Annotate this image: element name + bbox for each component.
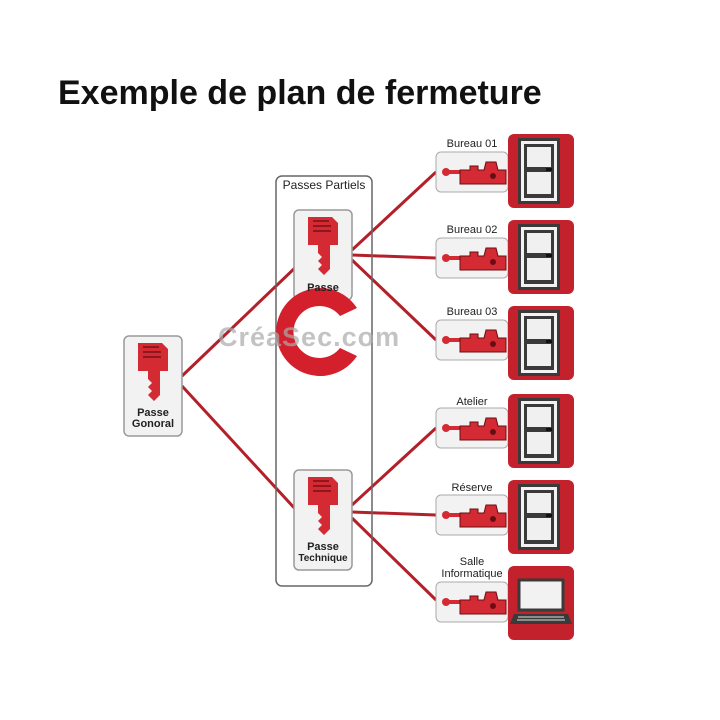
- door-row: [435, 480, 574, 554]
- door-row: [435, 394, 574, 468]
- master-key: [123, 335, 183, 437]
- door-row: [435, 220, 574, 294]
- door-row: [435, 306, 574, 380]
- door-label: Réserve: [451, 482, 493, 494]
- door-icon: [508, 220, 574, 294]
- partial-keys-label: Passes Partiels: [282, 178, 366, 192]
- door-icon: [508, 480, 574, 554]
- door-label: Atelier: [456, 396, 488, 408]
- door-label: Bureau 01: [446, 138, 498, 150]
- laptop-icon: [508, 566, 574, 640]
- partial-keys-frame: [275, 175, 373, 587]
- door-row: [435, 134, 574, 208]
- door-icon: [508, 134, 574, 208]
- watermark-text: CréaSec.com: [218, 322, 401, 352]
- watermark-logo-icon: [276, 288, 357, 376]
- connection-lines: [180, 170, 438, 602]
- door-icon: [508, 306, 574, 380]
- door-label: Bureau 03: [446, 306, 498, 318]
- technical-key: [293, 469, 353, 571]
- door-label: Bureau 02: [446, 224, 498, 236]
- door-icon: [508, 394, 574, 468]
- page-title: Exemple de plan de fermeture: [58, 74, 542, 112]
- partial-key-label: Passe: [307, 282, 339, 294]
- door-row: [435, 566, 574, 640]
